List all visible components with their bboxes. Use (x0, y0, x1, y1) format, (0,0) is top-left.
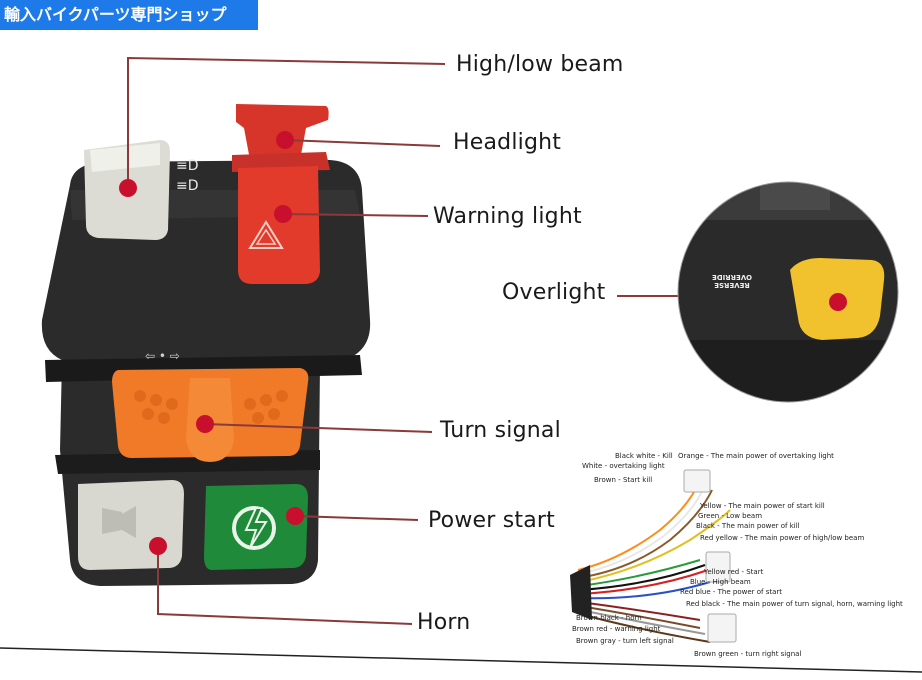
beam-icons: ≡D ≡D (176, 158, 199, 194)
svg-text:≡D: ≡D (176, 178, 199, 194)
callout-turn-signal: Turn signal (440, 418, 561, 443)
wire-label-brown: Brown - Start kill (594, 476, 653, 484)
svg-text:≡D: ≡D (176, 158, 199, 174)
wire-label-orange: Orange - The main power of overtaking li… (678, 452, 834, 460)
callout-power-start: Power start (428, 508, 555, 533)
callout-high-low-beam: High/low beam (456, 52, 624, 77)
inset-override-text: REVERSE OVERRIDE (712, 273, 752, 289)
wire-label-green: Green - Low beam (698, 512, 763, 520)
marker-dots (119, 131, 304, 555)
callout-warning-light: Warning light (433, 204, 582, 229)
wiring-harness (570, 479, 731, 643)
turn-arrows: ⇦ • ⇨ (145, 349, 180, 363)
wire-label-black: Black - The main power of kill (696, 522, 800, 530)
svg-text:⇦ • ⇨: ⇦ • ⇨ (145, 349, 180, 363)
wire-connectors (683, 469, 737, 643)
bottom-divider (0, 647, 922, 673)
callout-overlight: Overlight (502, 280, 606, 305)
shop-name: 輸入バイクパーツ専門ショップ (4, 5, 227, 24)
wire-label-black-white: Black white - Kill (615, 452, 673, 460)
shop-banner: 輸入バイクパーツ専門ショップ (0, 0, 258, 30)
wire-label-brown-gray: Brown gray - turn left signal (576, 637, 674, 645)
callout-headlight: Headlight (453, 130, 562, 155)
horn-button (78, 480, 184, 570)
callout-horn: Horn (417, 610, 471, 635)
turn-signal-switch (112, 368, 309, 462)
inset-line-1: REVERSE (714, 281, 750, 289)
wire-label-white: White - overtaking light (582, 462, 665, 470)
wire-label-brown-red: Brown red - warning light (572, 625, 661, 633)
inset-line-2: OVERRIDE (712, 273, 752, 281)
wire-label-red-yellow: Red yellow - The main power of high/low … (700, 534, 865, 542)
inset-overlight (677, 181, 899, 403)
wire-label-red-blue: Red blue - The power of start (680, 588, 783, 596)
callout-markers (127, 56, 678, 625)
wire-label-red-black: Red black - The main power of turn signa… (686, 600, 903, 608)
wire-label-blue: Blue - High beam (690, 578, 751, 586)
power-start-button (204, 484, 308, 570)
headlight-switch (232, 104, 330, 284)
wire-label-brown-green: Brown green - turn right signal (694, 650, 802, 658)
wire-label-yellow-red: Yellow red - Start (704, 568, 764, 576)
wire-label-yellow: Yellow - The main power of start kill (700, 502, 825, 510)
wire-label-brown-black: Brown black - horn (576, 614, 642, 622)
